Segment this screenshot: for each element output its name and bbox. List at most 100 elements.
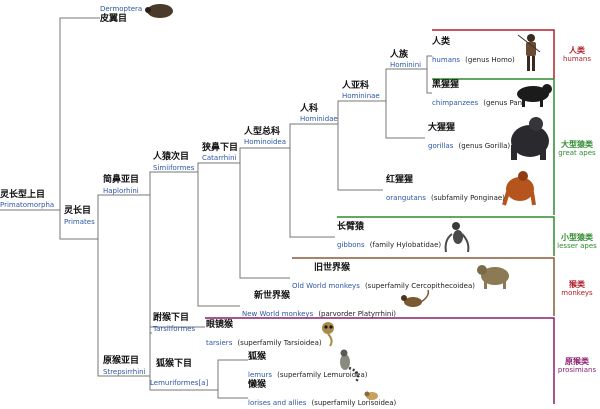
node-primatomorpha-zh: 灵长型上目 [0, 190, 46, 200]
node-simiiformes: 人猿次目 Simiiformes [153, 153, 194, 172]
leaf-lorises-note: (superfamily Lorisoidea) [311, 399, 397, 407]
leaf-gibbons-lat: gibbons [337, 241, 365, 249]
leaf-gorillas: 大猩猩 gorillas (genus Gorilla) [428, 124, 510, 151]
leaf-old-world-monkeys-lat: Old World monkeys [292, 282, 360, 290]
node-haplorhini-zh: 简鼻亚目 [103, 175, 140, 185]
leaf-gorillas-lat: gorillas [428, 142, 454, 150]
leaf-orangutans-note: (subfamily Ponginae) [430, 194, 505, 202]
leaf-gorillas-note: (genus Gorilla) [458, 142, 511, 150]
human-silhouette [517, 34, 541, 71]
node-hominoidea: 人型总科 Hominoidea [244, 128, 286, 146]
node-simiiformes-zh: 人猿次目 [153, 152, 190, 162]
node-hominini-lat: Hominini [390, 61, 422, 69]
lemur-silhouette [340, 349, 360, 383]
leaf-lorises-zh: 懒猴 [248, 380, 267, 390]
leaf-new-world-monkeys-note: (parvorder Platyrrhini) [318, 310, 397, 318]
group-great-apes-zh: 大型猿类 [561, 140, 593, 149]
leaf-orangutans-zh: 红猩猩 [386, 175, 414, 185]
leaf-new-world-monkeys-lat: New World monkeys [242, 310, 314, 318]
node-strepsirrhini: 原猴亚目 Strepsirrhini [103, 357, 146, 376]
group-lesser-apes: 小型猿类 lesser apes [556, 233, 598, 250]
node-lemuriformes-zh: 狐猴下目 [156, 359, 193, 369]
node-primatomorpha: 灵长型上目 Primatomorpha [0, 191, 54, 209]
node-tarsiiformes-zh: 跗猴下目 [153, 313, 190, 323]
leaf-lemurs-lat: lemurs [248, 371, 273, 379]
orangutan-silhouette [502, 171, 536, 206]
group-humans-zh: 人类 [569, 46, 585, 55]
node-lemuriformes: 狐猴下目 Lemuriformes[a] [150, 360, 208, 388]
leaf-gorillas-zh: 大猩猩 [428, 123, 456, 133]
leaf-chimpanzees-lat: chimpanzees [432, 99, 479, 107]
leaf-old-world-monkeys: 旧世界猴 Old World monkeys (superfamily Cerc… [292, 264, 475, 291]
chimpanzee-silhouette [517, 84, 552, 107]
node-dermoptera-zh: 皮翼目 [100, 14, 128, 24]
leaf-gibbons-zh: 长臂猿 [337, 222, 365, 232]
loris-silhouette [364, 391, 378, 400]
group-monkeys: 猴类 monkeys [556, 280, 598, 297]
node-dermoptera-lat: Dermoptera [100, 5, 143, 13]
leaf-gibbons: 长臂猿 gibbons (family Hylobatidae) [337, 223, 441, 250]
leaf-tarsiers-note: (superfamily Tarsioidea) [237, 339, 322, 347]
group-lesser-apes-en: lesser apes [557, 242, 597, 251]
node-hominoidea-zh: 人型总科 [244, 127, 281, 137]
node-primates-zh: 灵长目 [64, 206, 92, 216]
node-homininae-zh: 人亚科 [342, 81, 370, 91]
leaf-old-world-monkeys-zh: 旧世界猴 [314, 263, 351, 273]
node-primates-lat: Primates [64, 218, 95, 226]
leaf-lemurs: 狐猴 lemurs (superfamily Lemuroidea) [248, 353, 367, 380]
group-humans: 人类 humans [557, 46, 597, 63]
node-dermoptera: Dermoptera 皮翼目 [100, 6, 142, 24]
node-tarsiiformes: 跗猴下目 Tarsiiformes [153, 314, 195, 333]
node-hominidae-lat: Hominidae [300, 115, 338, 123]
node-haplorhini-lat: Haplorhini [103, 187, 139, 195]
group-great-apes-en: great apes [558, 149, 596, 158]
leaf-tarsiers-lat: tarsiers [206, 339, 233, 347]
leaf-orangutans: 红猩猩 orangutans (subfamily Ponginae) [386, 176, 505, 203]
node-lemuriformes-note: [a] [198, 379, 209, 387]
gibbon-silhouette [444, 222, 470, 253]
group-prosimians-zh: 原猴类 [565, 357, 589, 366]
node-homininae: 人亚科 Homininae [342, 82, 380, 100]
leaf-gibbons-note: (family Hylobatidae) [369, 241, 442, 249]
group-lesser-apes-zh: 小型猿类 [561, 233, 593, 242]
leaf-new-world-monkeys-zh: 新世界猴 [254, 291, 291, 301]
group-monkeys-en: monkeys [561, 289, 593, 298]
node-homininae-lat: Homininae [342, 92, 380, 100]
leaf-lemurs-zh: 狐猴 [248, 352, 267, 362]
leaf-humans-lat: humans [432, 56, 461, 64]
leaf-tarsiers: 眼镜猴 tarsiers (superfamily Tarsioidea) [206, 321, 322, 348]
node-catarrhini: 狭鼻下目 Catarrhini [202, 144, 238, 162]
node-primates: 灵长目 Primates [64, 207, 95, 226]
leaf-new-world-monkeys: 新世界猴 New World monkeys (parvorder Platyr… [242, 292, 396, 319]
node-hominini-zh: 人族 [390, 50, 409, 60]
node-catarrhini-lat: Catarrhini [202, 154, 237, 162]
leaf-old-world-monkeys-note: (superfamily Cercopithecoidea) [364, 282, 475, 290]
node-lemuriformes-lat: Lemuriformes [150, 379, 199, 387]
group-great-apes: 大型猿类 great apes [556, 140, 598, 157]
leaf-lemurs-note: (superfamily Lemuroidea) [277, 371, 368, 379]
leaf-tarsiers-zh: 眼镜猴 [206, 320, 234, 330]
baboon-silhouette [477, 265, 509, 289]
node-haplorhini: 简鼻亚目 Haplorhini [103, 176, 139, 195]
node-simiiformes-lat: Simiiformes [153, 164, 195, 172]
group-prosimians-en: prosimians [557, 366, 597, 375]
leaf-lorises-lat: lorises and allies [248, 399, 307, 407]
node-tarsiiformes-lat: Tarsiiformes [153, 325, 196, 333]
leaf-chimpanzees-note: (genus Pan) [483, 99, 525, 107]
node-hominidae-zh: 人科 [300, 104, 319, 114]
group-monkeys-zh: 猴类 [569, 280, 585, 289]
colugo-silhouette [145, 4, 173, 18]
leaf-humans: 人类 humans (genus Homo) [432, 38, 515, 65]
node-strepsirrhini-lat: Strepsirrhini [103, 368, 146, 376]
node-primatomorpha-lat: Primatomorpha [0, 201, 55, 209]
leaf-orangutans-lat: orangutans [386, 194, 426, 202]
node-strepsirrhini-zh: 原猴亚目 [103, 356, 140, 366]
gorilla-silhouette [511, 117, 549, 160]
leaf-lorises: 懒猴 lorises and allies (superfamily Loris… [248, 381, 396, 408]
node-hominoidea-lat: Hominoidea [244, 138, 287, 146]
leaf-chimpanzees: 黑猩猩 chimpanzees (genus Pan) [432, 81, 525, 108]
tarsier-silhouette [322, 322, 334, 347]
leaf-chimpanzees-zh: 黑猩猩 [432, 80, 460, 90]
node-hominidae: 人科 Hominidae [300, 105, 338, 123]
